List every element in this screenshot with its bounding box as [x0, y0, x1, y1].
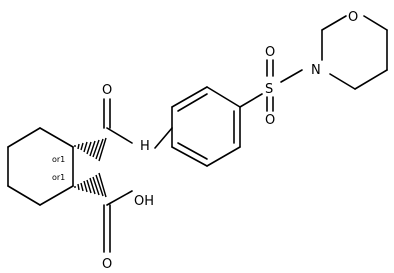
bond-morpholine-5	[354, 69, 388, 90]
stereo-label-c1: or1	[52, 155, 65, 164]
bond-cyclohexane-5	[39, 185, 74, 206]
atom-o-morpholine: O	[348, 10, 358, 25]
atom-oh-acid: OH	[134, 194, 154, 209]
bond-n-aryl	[154, 127, 173, 149]
bond-benzene-2	[171, 86, 208, 108]
bond-cyclohexane-4	[7, 185, 41, 206]
hashed-wedge-amide	[74, 137, 107, 162]
bond-benzene-5	[206, 146, 241, 167]
bond-morpholine-2	[321, 15, 347, 31]
bond-amide-cn	[106, 127, 133, 144]
bond-benzene-3	[206, 86, 241, 108]
bond-benzene-inner-3	[177, 142, 208, 160]
bond-morpholine-3	[363, 15, 388, 31]
bond-cyclohexane-1	[39, 127, 74, 148]
atom-n-morpholine: N	[311, 63, 321, 78]
bond-acid-coh	[106, 190, 133, 206]
bond-cyclohexane-2	[7, 127, 41, 148]
atom-o-amide: O	[102, 83, 112, 98]
bond-s-n	[280, 69, 303, 83]
hashed-wedge-acid	[74, 172, 107, 198]
atom-o-sulfonyl-top: O	[265, 45, 275, 60]
atom-o-sulfonyl-bottom: O	[265, 113, 275, 128]
atom-s-sulfonyl: S	[265, 82, 273, 97]
bond-benzene-inner-1	[177, 93, 208, 112]
stereo-label-c2: or1	[52, 173, 65, 182]
bond-benzene-6	[171, 146, 208, 167]
bond-morpholine-6	[329, 73, 356, 90]
atom-o-acid: O	[102, 257, 112, 272]
bond-aryl-s	[239, 93, 263, 108]
atom-h-amide: H	[140, 139, 150, 154]
